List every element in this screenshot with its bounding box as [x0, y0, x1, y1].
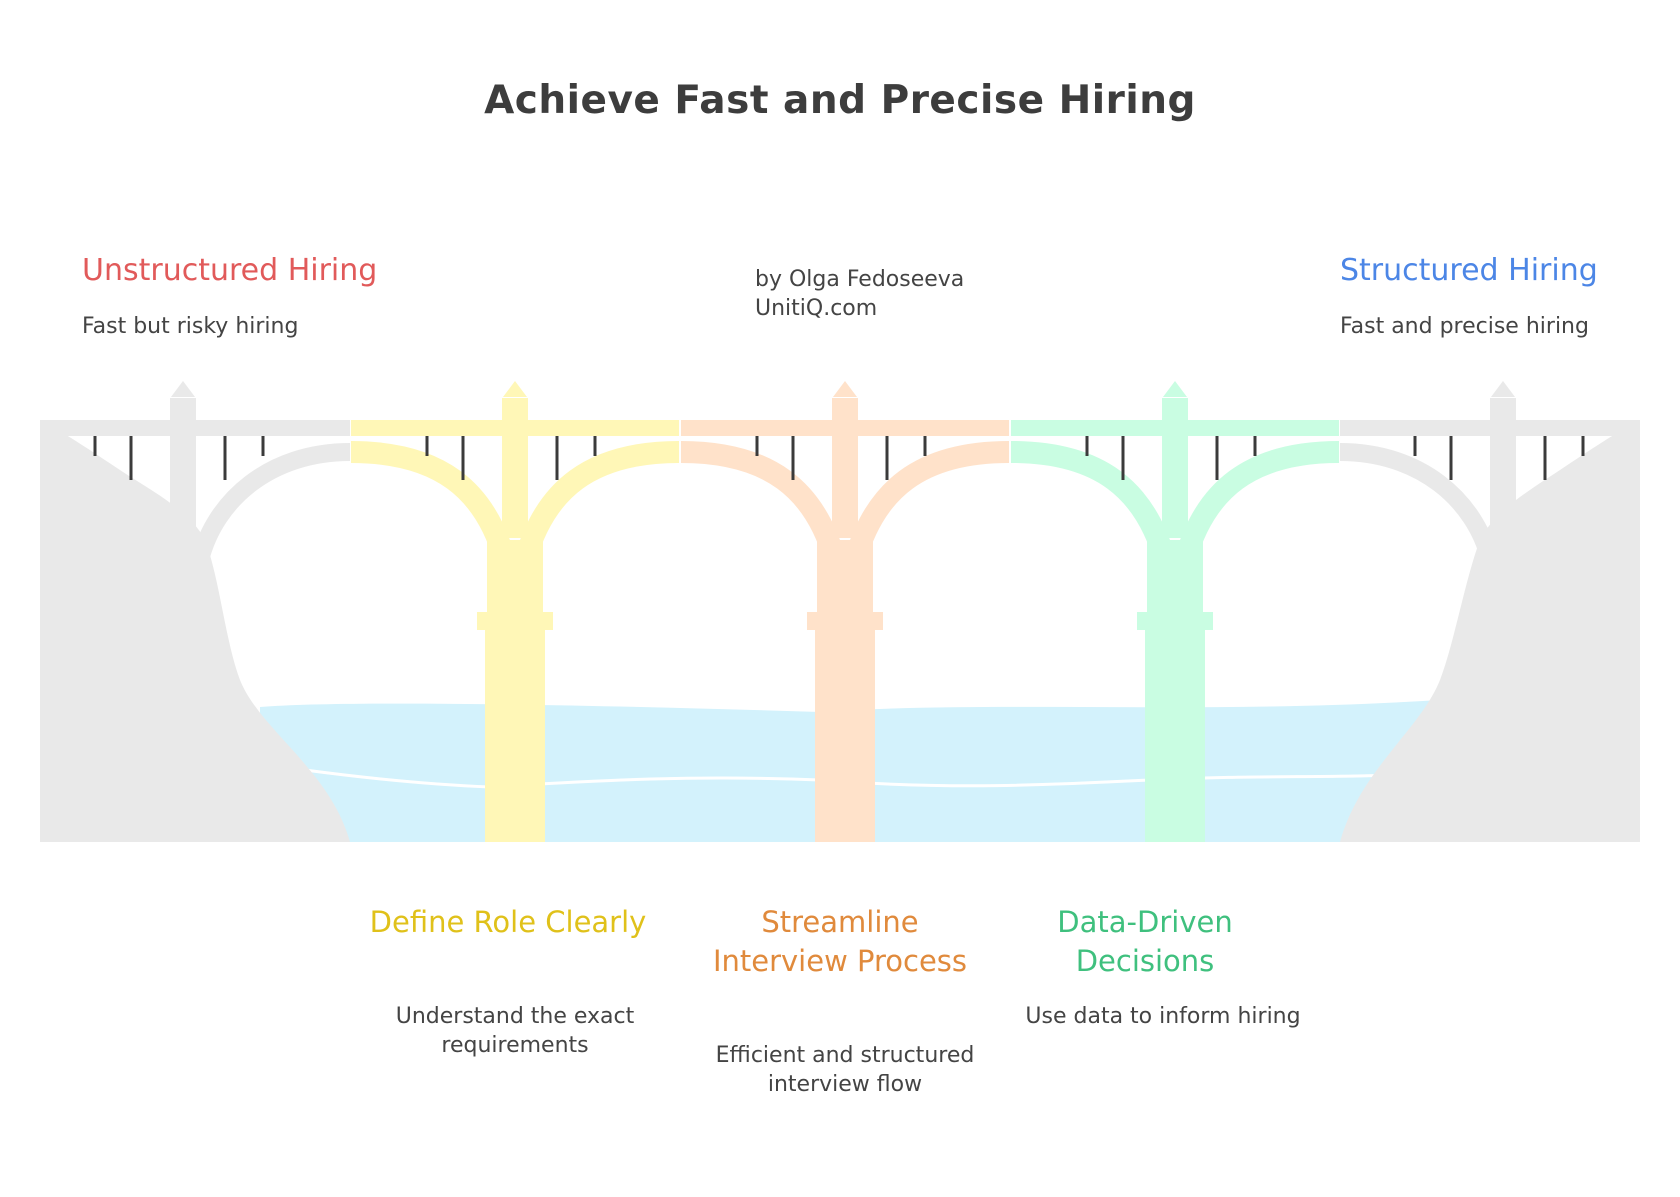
- span-right: [1339, 381, 1640, 563]
- left-cliff: [40, 420, 350, 842]
- right-description: Fast and precise hiring: [1340, 314, 1589, 339]
- author-name: by Olga Fedoseeva: [755, 267, 965, 292]
- stage-title-1: Define Role Clearly: [369, 905, 647, 939]
- stage-title-2: Streamline Interview Process: [712, 905, 968, 978]
- bridge-section-2: [680, 381, 1010, 842]
- right-cliff: [1340, 420, 1640, 842]
- bridge-section-1: [350, 381, 680, 842]
- diagram-title: Achieve Fast and Precise Hiring: [484, 78, 1196, 123]
- stage-description-3: Use data to inform hiring: [1025, 1004, 1301, 1029]
- byline: by Olga Fedoseeva UnitiQ.com: [755, 265, 964, 323]
- stage-description-1: Understand the exact requirements: [395, 1004, 635, 1058]
- span-left: [40, 381, 351, 563]
- bridge-section-3: [1010, 381, 1340, 842]
- right-label: Structured Hiring: [1340, 253, 1598, 288]
- stage-description-2: Efficient and structured interview flow: [715, 1043, 975, 1097]
- stage-title-3: Data-Driven Decisions: [1057, 905, 1233, 978]
- left-description: Fast but risky hiring: [82, 314, 299, 339]
- author-site: UnitiQ.com: [755, 296, 878, 321]
- left-label: Unstructured Hiring: [82, 253, 378, 288]
